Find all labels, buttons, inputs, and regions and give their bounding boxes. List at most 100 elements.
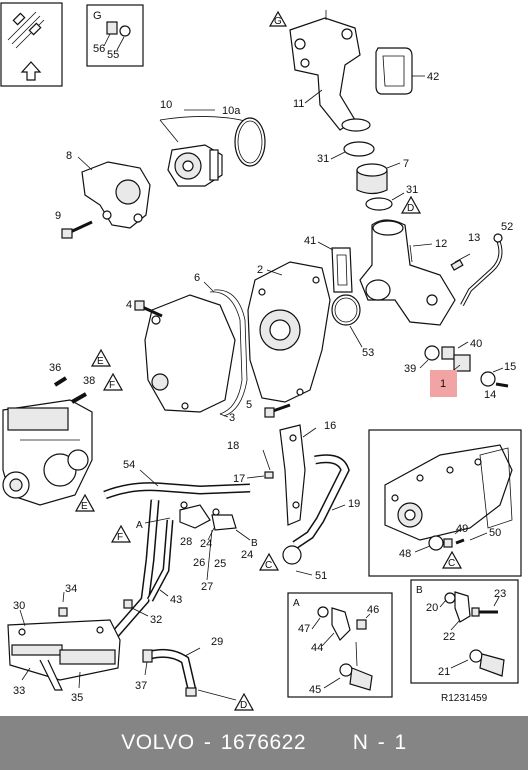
drawing-reference: R1231459 — [441, 693, 488, 704]
callout-37: 37 — [135, 680, 147, 692]
o-ring-10a — [234, 117, 266, 167]
svg-text:C: C — [265, 560, 272, 571]
callout-55: 55 — [107, 49, 119, 61]
callout-31-upper: 31 — [317, 153, 329, 165]
marker-b-mid: B — [251, 538, 258, 549]
callout-33: 33 — [13, 685, 25, 697]
callout-19: 19 — [348, 498, 360, 510]
svg-text:F: F — [117, 532, 123, 543]
callout-49: 49 — [456, 523, 468, 535]
callout-32: 32 — [150, 614, 162, 626]
callout-14: 14 — [484, 389, 496, 401]
callout-7: 7 — [403, 158, 409, 170]
svg-text:B: B — [416, 585, 423, 596]
thermostat-7 — [356, 169, 388, 195]
callout-45: 45 — [309, 684, 321, 696]
highlight-callout-1[interactable] — [430, 370, 457, 397]
svg-text:E: E — [97, 356, 104, 367]
callout-4: 4 — [126, 299, 132, 311]
callout-26: 26 — [193, 557, 205, 569]
callout-28: 28 — [180, 536, 192, 548]
triangle-marker-c-detail: C — [441, 550, 463, 569]
callout-39: 39 — [404, 363, 416, 375]
svg-text:F: F — [109, 380, 115, 391]
triangle-marker-e-mid: E — [74, 493, 96, 512]
triangle-marker-d-bottom: D — [233, 692, 255, 711]
coolant-sensor-1 — [453, 354, 471, 372]
triangle-marker-e-left: E — [90, 348, 112, 367]
triangle-marker-d-top: D — [400, 195, 422, 214]
air-compressor — [2, 399, 93, 506]
callout-18: 18 — [227, 440, 239, 452]
callout-3: 3 — [229, 412, 235, 424]
detail-box-a: A — [287, 592, 393, 698]
detail-box-engine-block — [368, 429, 522, 577]
callout-10a: 10a — [222, 105, 241, 117]
svg-text:E: E — [81, 501, 88, 512]
callout-27: 27 — [201, 581, 213, 593]
callout-16: 16 — [324, 420, 336, 432]
callout-43: 43 — [170, 594, 182, 606]
detail-box-g: G 56 55 — [86, 4, 144, 67]
svg-text:A: A — [293, 598, 300, 609]
callout-31-lower: 31 — [406, 184, 418, 196]
callout-25: 25 — [214, 558, 226, 570]
callout-47: 47 — [298, 623, 310, 635]
timing-cover-3 — [144, 294, 236, 413]
callout-50: 50 — [489, 527, 501, 539]
callout-48: 48 — [399, 548, 411, 560]
svg-text:C: C — [448, 558, 455, 569]
orientation-box — [0, 2, 63, 87]
svg-text:D: D — [407, 203, 414, 214]
callout-24b: 24 — [241, 549, 253, 561]
triangle-marker-g: G — [268, 10, 288, 27]
callout-9: 9 — [55, 210, 61, 222]
svg-text:G: G — [274, 16, 282, 27]
section-label-g: G — [93, 10, 102, 22]
callout-6: 6 — [194, 272, 200, 284]
callout-11: 11 — [293, 98, 304, 110]
parts-diagram: G 56 55 G 42 11 31 7 31 D — [0, 2, 522, 711]
callout-15: 15 — [504, 361, 516, 373]
triangle-marker-f-left: F — [102, 372, 124, 391]
callout-41: 41 — [304, 235, 316, 247]
callout-12: 12 — [435, 238, 447, 250]
o-ring-53 — [331, 294, 361, 326]
callout-24: 24 — [200, 538, 212, 550]
callout-40: 40 — [470, 338, 482, 350]
triangle-marker-c-mid: C — [258, 552, 280, 571]
detail-box-b: B — [410, 579, 519, 684]
water-manifold — [359, 219, 456, 326]
callout-30: 30 — [13, 600, 25, 612]
gasket-42 — [375, 47, 413, 95]
callout-21: 21 — [438, 666, 450, 678]
footer-part-number: VOLVO - 1676622 N - 1 — [121, 731, 407, 754]
o-ring-31-lower — [365, 197, 393, 211]
callout-44: 44 — [311, 642, 323, 654]
callout-1: 1 — [440, 378, 446, 390]
callout-52: 52 — [501, 221, 513, 233]
callout-42: 42 — [427, 71, 439, 83]
footer-bar: VOLVO - 1676622 N - 1 — [0, 716, 528, 770]
callout-8: 8 — [66, 150, 72, 162]
bracket-16 — [279, 424, 306, 526]
arrow-up-icon — [20, 61, 42, 81]
callout-10: 10 — [160, 99, 172, 111]
callout-23: 23 — [494, 588, 506, 600]
bracket-assembly — [7, 619, 121, 691]
callout-46: 46 — [367, 604, 379, 616]
svg-text:D: D — [240, 700, 247, 711]
callout-51: 51 — [315, 570, 327, 582]
o-ring-31-upper — [343, 141, 375, 157]
callout-17: 17 — [233, 473, 245, 485]
callout-53: 53 — [362, 347, 374, 359]
callout-22: 22 — [443, 631, 455, 643]
callout-34: 34 — [65, 583, 77, 595]
triangle-marker-f-mid: F — [110, 524, 132, 543]
callout-2: 2 — [257, 264, 263, 276]
callout-38: 38 — [83, 375, 95, 387]
callout-29: 29 — [211, 636, 223, 648]
callout-36: 36 — [49, 362, 61, 374]
callout-13: 13 — [468, 232, 480, 244]
callout-20: 20 — [426, 602, 438, 614]
